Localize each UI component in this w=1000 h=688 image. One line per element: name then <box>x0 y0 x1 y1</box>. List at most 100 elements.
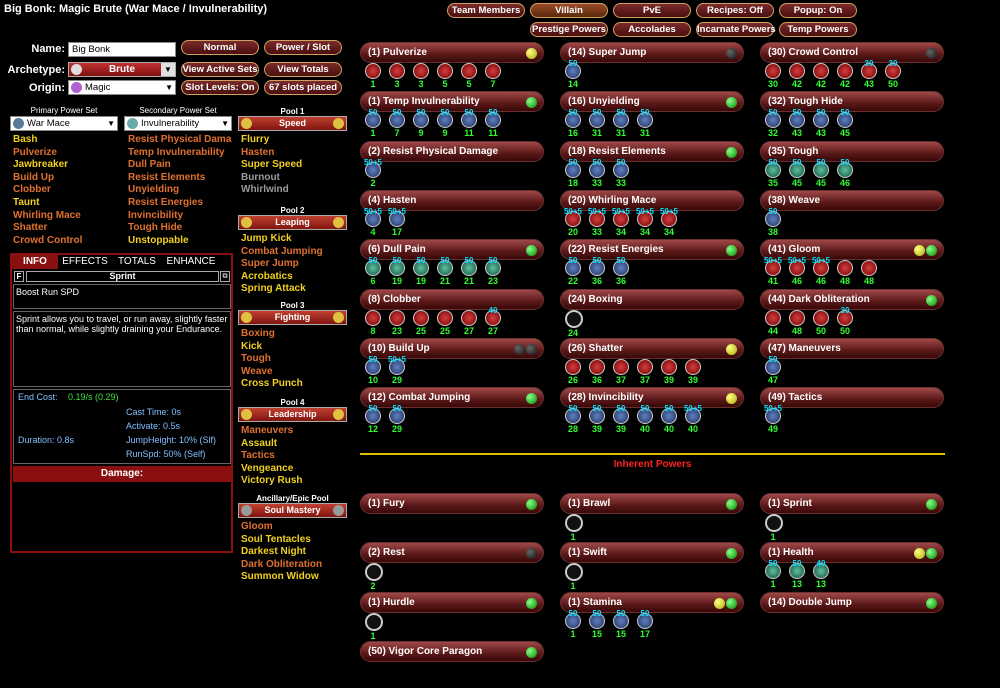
power-list-item[interactable]: Super Speed <box>241 159 303 171</box>
enhancement-icon[interactable] <box>685 408 701 425</box>
enhancement-icon[interactable] <box>365 63 381 79</box>
power-slot[interactable]: (44) Dark Obliteration <box>760 288 944 310</box>
enhancement-icon[interactable] <box>637 112 653 129</box>
top-button[interactable]: Villain <box>530 3 608 18</box>
enhancement-icon[interactable] <box>461 260 477 277</box>
power-list-item[interactable]: Tough Hide <box>128 222 183 234</box>
top-button[interactable]: Popup: On <box>779 3 857 18</box>
power-list-item[interactable]: Tough <box>241 353 271 365</box>
power-list-item[interactable]: Burnout <box>241 171 280 183</box>
enhancement-icon[interactable] <box>765 563 781 580</box>
enhancement-icon[interactable] <box>637 358 653 375</box>
enhancement-icon[interactable] <box>685 358 701 375</box>
power-list-item[interactable]: Bash <box>13 134 38 145</box>
enhancement-icon[interactable] <box>365 260 381 277</box>
power-slot[interactable]: (1) Health <box>760 542 944 564</box>
power-slot[interactable]: (47) Maneuvers <box>760 337 944 359</box>
enhancement-icon[interactable] <box>589 112 605 129</box>
power-list-item[interactable]: Boxing <box>241 328 275 339</box>
power-slot[interactable]: (50) Vigor Core Paragon <box>360 640 544 662</box>
enhancement-icon[interactable] <box>365 309 381 326</box>
power-list-item[interactable]: Clobber <box>13 184 51 196</box>
top-button[interactable]: Incarnate Powers <box>696 22 776 37</box>
enhancement-icon[interactable] <box>389 210 405 227</box>
power-list-item[interactable]: Kick <box>241 340 263 352</box>
empty-slot-icon[interactable] <box>565 563 583 582</box>
enhancement-icon[interactable] <box>389 358 405 375</box>
enhancement-icon[interactable] <box>365 408 381 425</box>
power-slot[interactable]: (2) Resist Physical Damage <box>360 140 544 162</box>
power-list-item[interactable]: Unstoppable <box>128 234 189 246</box>
power-list-item[interactable]: Victory Rush <box>241 475 303 487</box>
enhancement-icon[interactable] <box>485 63 501 79</box>
enhancement-icon[interactable] <box>589 358 605 375</box>
power-list-item[interactable]: Maneuvers <box>241 425 294 436</box>
enhancement-icon[interactable] <box>589 612 605 629</box>
enhancement-icon[interactable] <box>613 210 629 227</box>
power-list-item[interactable]: Tactics <box>241 450 275 462</box>
power-list-item[interactable]: Vengeance <box>241 462 294 474</box>
enhancement-icon[interactable] <box>565 210 581 227</box>
power-slot[interactable]: (10) Build Up <box>360 337 544 359</box>
enhancement-icon[interactable] <box>789 112 805 129</box>
pool-select[interactable]: Speed <box>238 116 347 131</box>
power-list-item[interactable]: Crowd Control <box>13 234 83 246</box>
enhancement-icon[interactable] <box>765 161 781 178</box>
power-slot[interactable]: (1) Swift <box>560 542 744 564</box>
empty-slot-icon[interactable] <box>365 563 383 582</box>
enhancement-icon[interactable] <box>813 260 829 277</box>
side-button[interactable]: Slot Levels: On <box>181 80 259 95</box>
power-list-item[interactable]: Hasten <box>241 146 275 158</box>
enhancement-icon[interactable] <box>613 408 629 425</box>
enhancement-icon[interactable] <box>485 112 501 129</box>
side-button[interactable]: Power / Slot <box>264 40 342 55</box>
power-list-item[interactable]: Soul Tentacles <box>241 533 311 545</box>
enhancement-icon[interactable] <box>437 309 453 326</box>
side-button[interactable]: View Active Sets <box>181 62 259 77</box>
enhancement-icon[interactable] <box>837 112 853 129</box>
enhancement-icon[interactable] <box>413 112 429 129</box>
power-slot[interactable]: (35) Tough <box>760 140 944 162</box>
power-list-item[interactable]: Unyielding <box>128 184 180 196</box>
enhancement-icon[interactable] <box>389 260 405 277</box>
top-button[interactable]: PvE <box>613 3 691 18</box>
power-list-item[interactable]: Whirlwind <box>241 184 289 196</box>
enhancement-icon[interactable] <box>813 161 829 178</box>
power-slot[interactable]: (1) Hurdle <box>360 591 544 613</box>
archetype-select[interactable]: Brute▼ <box>68 62 176 77</box>
info-tab[interactable]: EFFECTS <box>60 255 110 269</box>
power-list-item[interactable]: Super Jump <box>241 258 299 270</box>
empty-slot-icon[interactable] <box>765 514 783 532</box>
enhancement-icon[interactable] <box>661 358 677 375</box>
power-list-item[interactable]: Spring Attack <box>241 283 306 295</box>
power-list-item[interactable]: Pulverize <box>13 146 57 158</box>
pool-select[interactable]: Soul Mastery <box>238 503 347 518</box>
origin-select[interactable]: Magic▼ <box>68 80 176 95</box>
power-list-item[interactable]: Whirling Mace <box>13 209 81 221</box>
power-list-item[interactable]: Weave <box>241 365 273 377</box>
enhancement-icon[interactable] <box>837 161 853 178</box>
power-slot[interactable]: (8) Clobber <box>360 288 544 310</box>
info-tab[interactable]: TOTALS <box>112 255 162 269</box>
enhancement-icon[interactable] <box>485 260 501 277</box>
enhancement-icon[interactable] <box>437 63 453 79</box>
enhancement-icon[interactable] <box>613 260 629 277</box>
power-list-item[interactable]: Summon Widow <box>241 571 319 583</box>
power-slot[interactable]: (1) Brawl <box>560 493 744 514</box>
enhancement-icon[interactable] <box>485 309 501 326</box>
top-button[interactable]: Recipes: Off <box>696 3 774 18</box>
enhancement-icon[interactable] <box>413 63 429 79</box>
power-slot[interactable]: (20) Whirling Mace <box>560 189 744 211</box>
enhancement-icon[interactable] <box>765 112 781 129</box>
enhancement-icon[interactable] <box>661 408 677 425</box>
power-list-item[interactable]: Jump Kick <box>241 233 292 244</box>
enhancement-icon[interactable] <box>765 358 781 375</box>
enhancement-icon[interactable] <box>885 63 901 79</box>
power-list-item[interactable]: Flurry <box>241 134 270 145</box>
enhancement-icon[interactable] <box>461 112 477 129</box>
power-slot[interactable]: (26) Shatter <box>560 337 744 359</box>
enhancement-icon[interactable] <box>861 63 877 79</box>
power-list-item[interactable]: Dark Obliteration <box>241 558 323 570</box>
enhancement-icon[interactable] <box>389 112 405 129</box>
power-slot[interactable]: (1) Pulverize <box>360 42 544 63</box>
